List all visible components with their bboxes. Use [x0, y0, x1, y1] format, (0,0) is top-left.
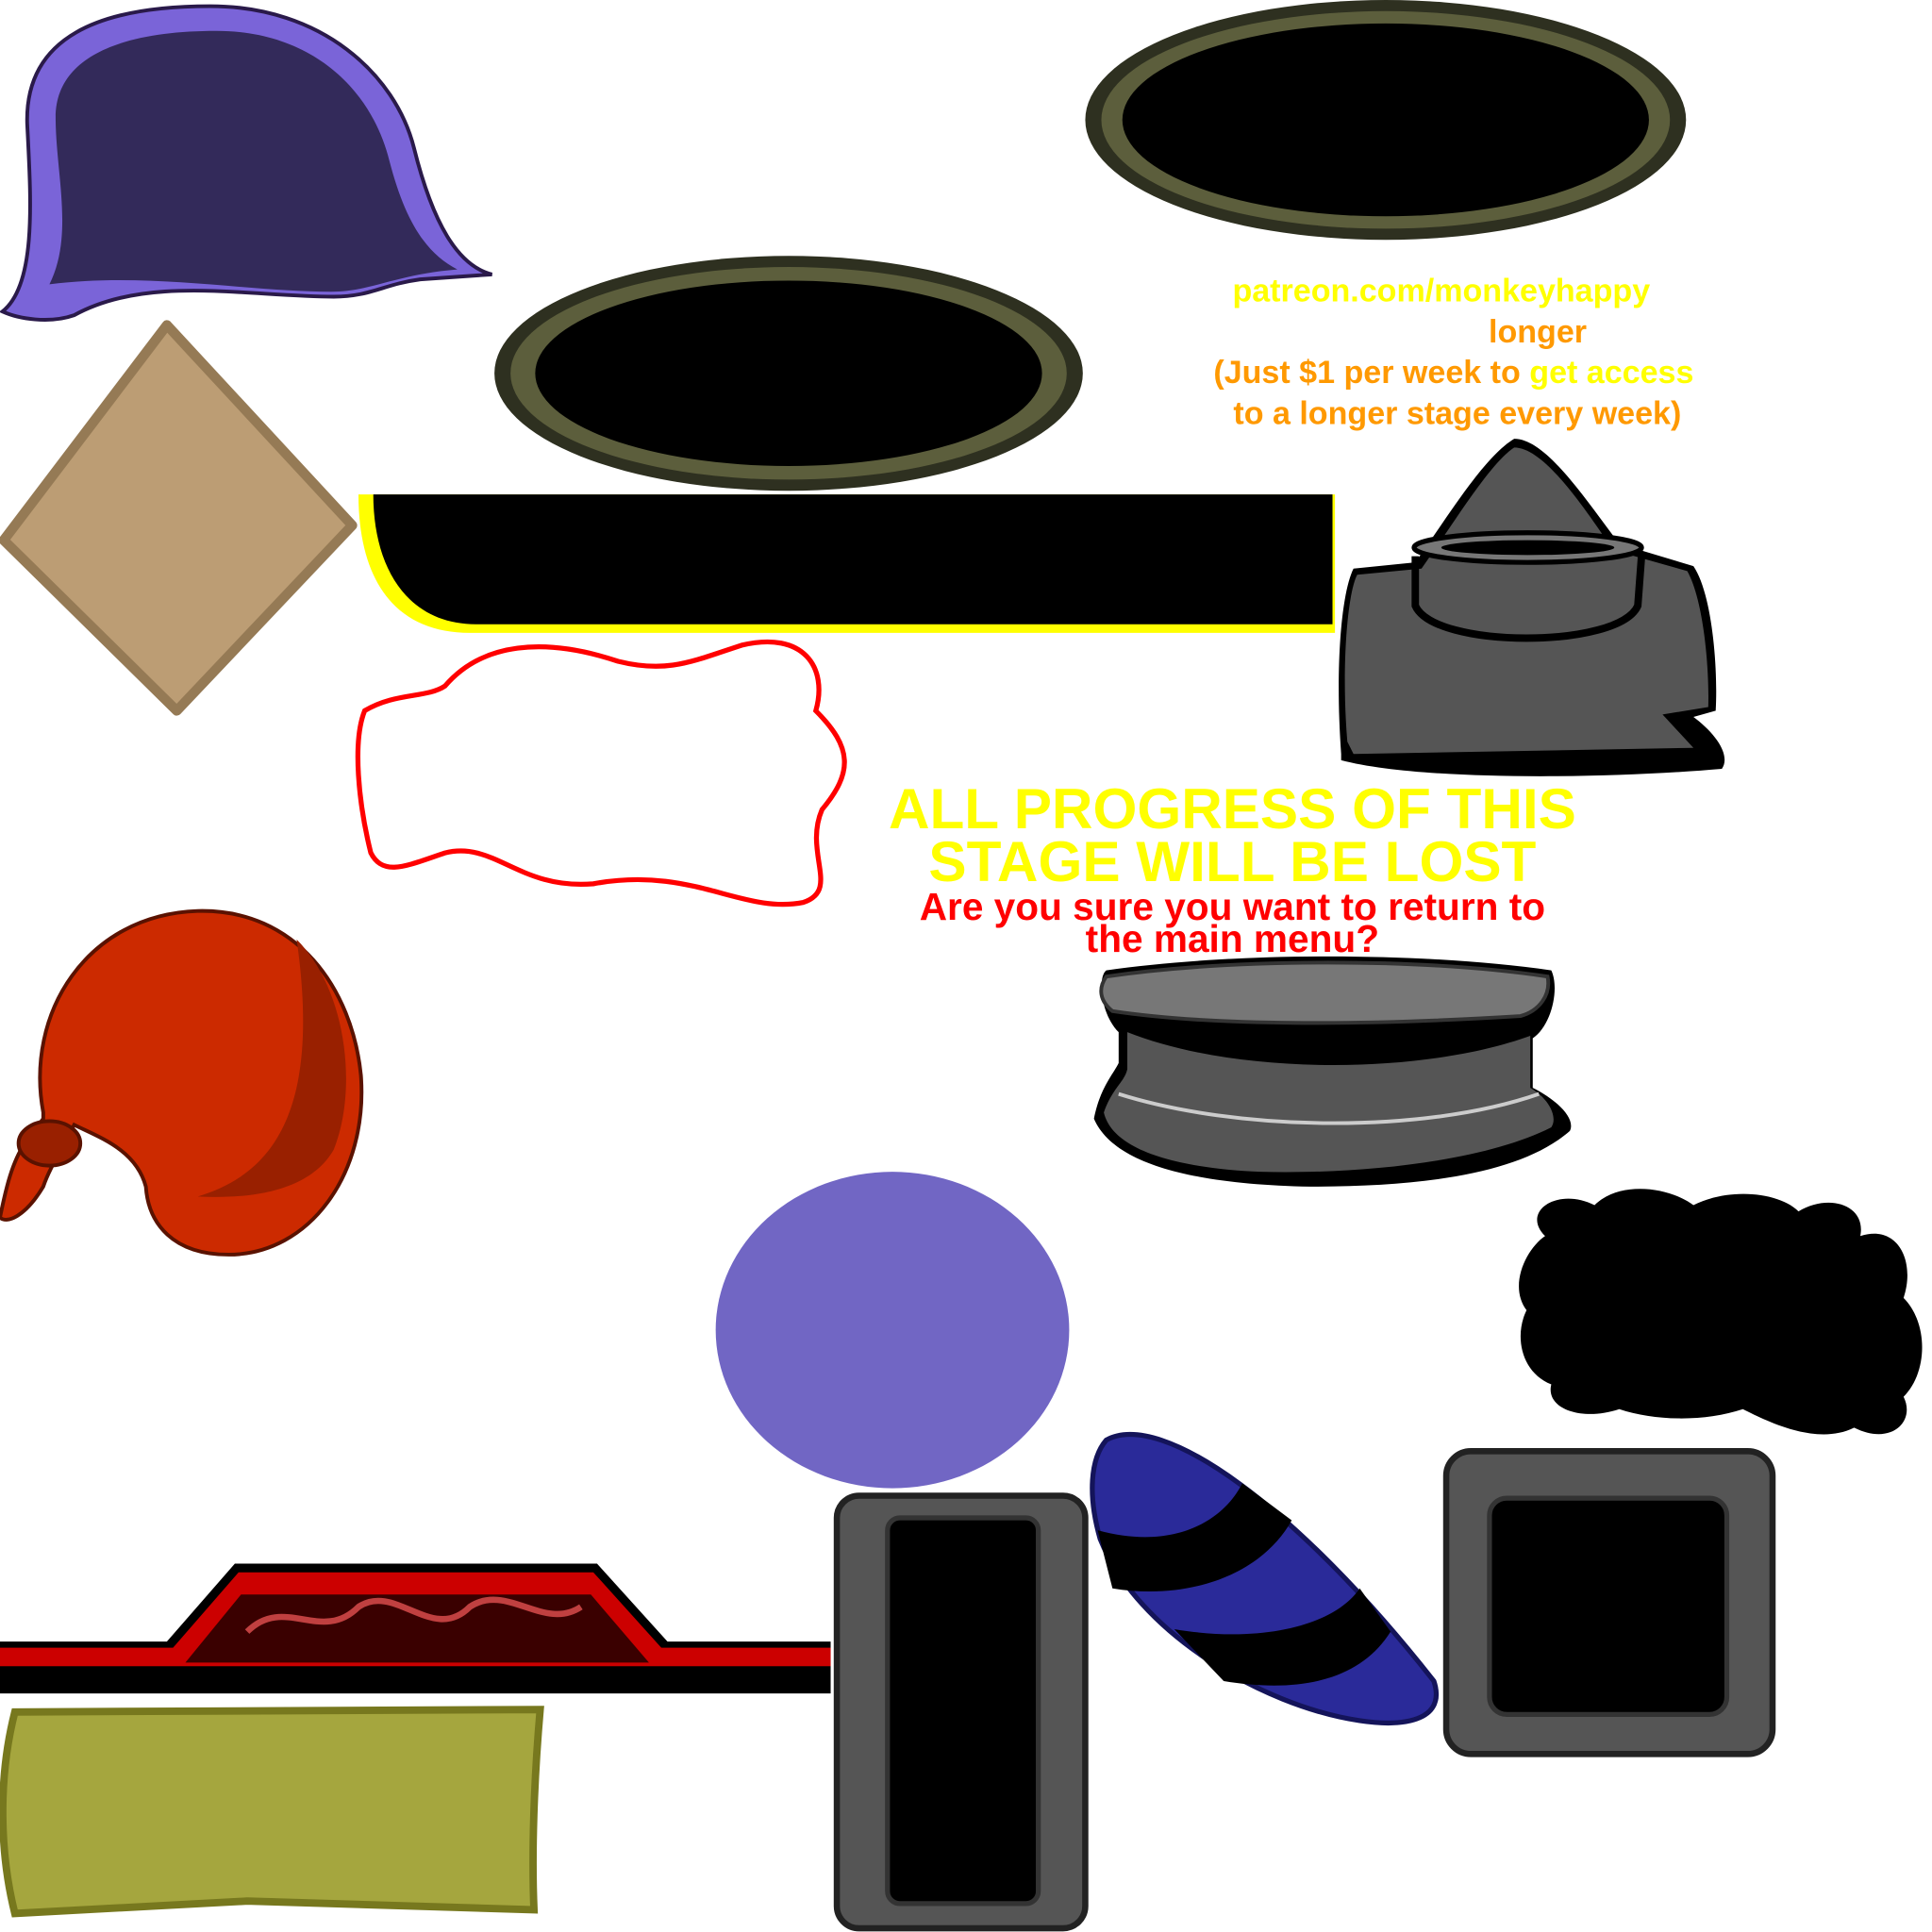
- red-ornate-banner: [0, 1563, 831, 1694]
- black-bar-panel: [358, 494, 1336, 633]
- dark-portal-large: [1085, 0, 1687, 241]
- promo-line-1b: get access: [1529, 355, 1693, 391]
- grey-pedestal-sprite: [1093, 956, 1572, 1187]
- question-line-1: Are you sure you want to return to: [920, 885, 1545, 928]
- purple-circle-sprite: [715, 1172, 1070, 1489]
- purple-hat-sprite: [0, 4, 493, 322]
- patreon-url[interactable]: patreon.com/monkeyhappy: [1232, 274, 1650, 309]
- tall-grey-frame: [833, 1492, 1089, 1932]
- blue-surfboard-sprite: [1090, 1432, 1439, 1725]
- black-cloud-sprite: [1519, 1189, 1923, 1435]
- dark-portal-medium: [494, 256, 1083, 491]
- square-grey-frame: [1442, 1448, 1776, 1757]
- warning-line-2: STAGE WILL BE LOST: [928, 829, 1536, 893]
- promo-longer: longer: [1489, 314, 1587, 350]
- patreon-promo: patreon.com/monkeyhappy longer (Just $1 …: [1213, 274, 1693, 432]
- return-menu-dialog-text: ALL PROGRESS OF THIS STAGE WILL BE LOST …: [889, 776, 1576, 960]
- grey-monster-sprite: [1339, 439, 1725, 776]
- warning-line-1: ALL PROGRESS OF THIS: [889, 776, 1576, 841]
- speech-bubble-frame: [355, 639, 847, 908]
- red-sack-sprite: [0, 908, 364, 1257]
- question-line-2: the main menu?: [1086, 917, 1379, 960]
- olive-panel-sprite: [0, 1706, 544, 1918]
- tan-diamond-sprite: [0, 320, 358, 716]
- promo-line-1a: (Just $1 per week to: [1213, 355, 1529, 391]
- promo-line-1: (Just $1 per week to get access: [1213, 355, 1693, 391]
- promo-line-2: to a longer stage every week): [1233, 395, 1681, 431]
